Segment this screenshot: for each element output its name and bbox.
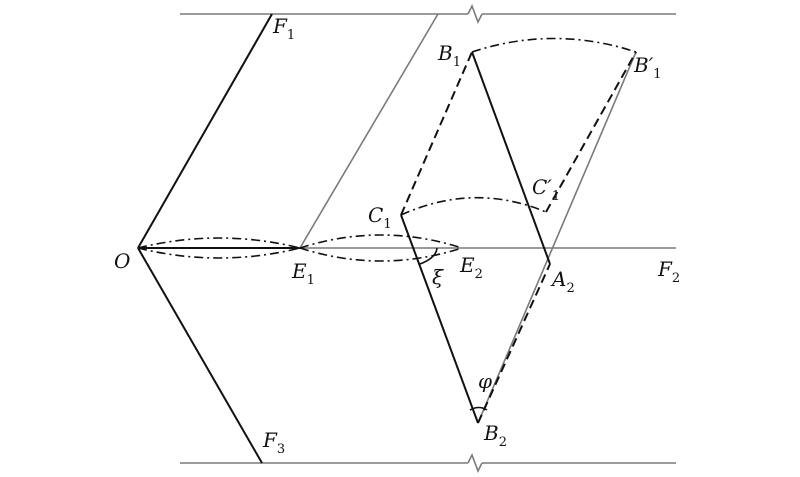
label-b1: B1 [437,41,461,70]
arc-c1-c1p [400,196,547,216]
label-e2: E2 [459,253,483,282]
line-o-f1 [137,13,273,249]
label-e1: E1 [291,259,315,288]
arc-e1-e2-lower [299,247,463,262]
label-xi: ξ [432,265,444,289]
dashed-c1p-b1p [545,51,637,213]
arc-b1-b1p [471,37,637,53]
label-b1-prime: B′1 [633,53,662,82]
angle-xi-arc [419,247,438,265]
arc-e1-e2-upper [299,234,463,249]
label-f1: F1 [272,14,295,43]
label-o: O [114,249,130,273]
line-b1p-b2-grey [477,51,637,424]
link-b1-a2 [471,51,551,265]
label-f3: F3 [262,428,285,457]
line-o-f3 [137,247,263,464]
label-c1-prime: C′1 [532,175,560,204]
label-f2: F2 [657,257,680,286]
line-e1-grey [299,13,439,249]
label-b2: B2 [483,421,507,450]
label-a2: A2 [550,267,575,296]
top-boundary-line [180,4,676,24]
arc-o-e1-upper [137,237,301,249]
label-c1: C1 [368,203,392,232]
label-phi: φ [478,369,492,393]
dashed-c1-b1 [400,51,473,216]
link-c1-b2 [400,214,479,424]
dashed-b2-a2 [477,263,551,424]
bottom-boundary-line [180,453,676,473]
arc-o-e1-lower [137,247,301,259]
angle-phi-arc [469,406,488,411]
